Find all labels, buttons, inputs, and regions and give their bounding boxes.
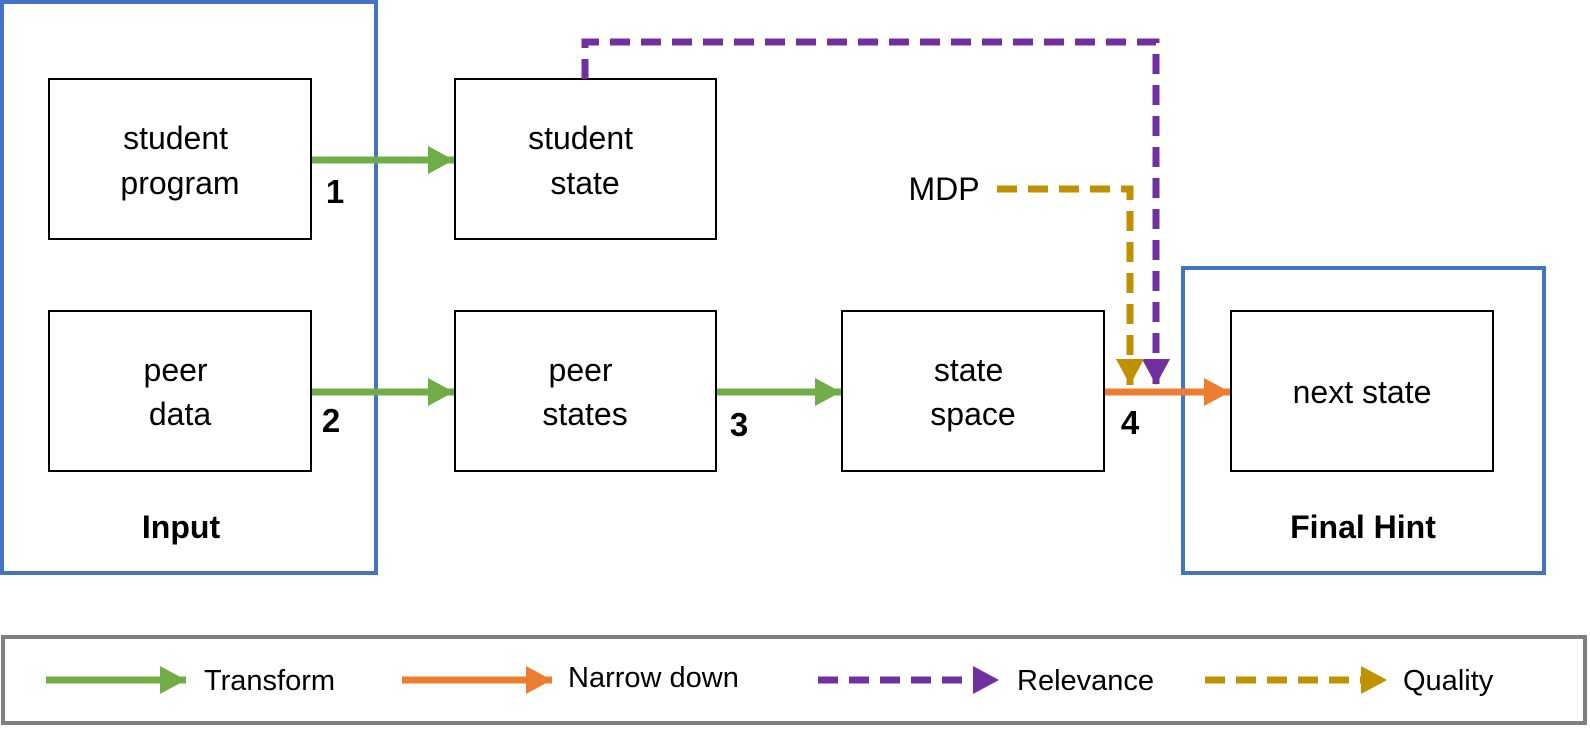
node-student-program-line1: student: [123, 120, 228, 156]
node-student-program-line2: program: [120, 165, 239, 201]
legend-quality-label: Quality: [1403, 665, 1494, 697]
step-number-4: 4: [1121, 404, 1140, 441]
final-hint-group-title: Final Hint: [1290, 509, 1436, 545]
input-group-title: Input: [142, 509, 221, 545]
node-peer-states: peer states: [454, 310, 717, 472]
node-peer-data-box: [48, 310, 312, 472]
mdp-label: MDP: [908, 171, 979, 207]
node-student-state-line2: state: [550, 165, 619, 201]
node-next-state-label: next state: [1293, 374, 1432, 410]
node-peer-states-box: [454, 310, 717, 472]
node-peer-data: peer data: [48, 310, 312, 472]
node-state-space-line1: state: [934, 352, 1003, 388]
svg-text:student state: student state: [528, 120, 642, 201]
legend-transform-label: Transform: [204, 665, 335, 697]
node-peer-states-line1: peer: [549, 352, 613, 388]
node-peer-data-line2: data: [149, 396, 211, 432]
svg-text:peer states: peer states: [542, 352, 627, 432]
svg-text:peer data: peer data: [144, 352, 217, 432]
step-number-3: 3: [730, 406, 748, 443]
svg-text:student program: student program: [120, 120, 239, 201]
final-hint-group: Final Hint: [1181, 266, 1546, 575]
legend-narrow-down-label: Narrow down: [568, 662, 739, 694]
node-student-program: student program: [48, 78, 312, 240]
step-number-1: 1: [326, 173, 344, 210]
node-student-state-line1: student: [528, 120, 633, 156]
node-student-program-box: [48, 78, 312, 240]
arrow-quality: [997, 185, 1144, 385]
node-peer-data-line1: peer: [144, 352, 208, 388]
node-state-space-line2: space: [930, 396, 1015, 432]
input-group: Input: [0, 0, 378, 575]
node-student-state: student state: [454, 78, 717, 240]
arrow-relevance: [581, 38, 1170, 385]
svg-text:state space: state space: [930, 352, 1015, 432]
final-hint-group-border: [1181, 266, 1546, 575]
legend-relevance-label: Relevance: [1017, 665, 1154, 697]
node-state-space: state space: [841, 310, 1105, 472]
legend: Transform Narrow down Relevance Quality: [1, 635, 1587, 725]
legend-border: [1, 635, 1587, 725]
step-number-2: 2: [322, 402, 340, 439]
node-state-space-box: [841, 310, 1105, 472]
node-next-state: next state: [1230, 310, 1494, 472]
input-group-border: [0, 0, 378, 575]
node-peer-states-line2: states: [542, 396, 627, 432]
node-next-state-box: [1230, 310, 1494, 472]
node-student-state-box: [454, 78, 717, 240]
